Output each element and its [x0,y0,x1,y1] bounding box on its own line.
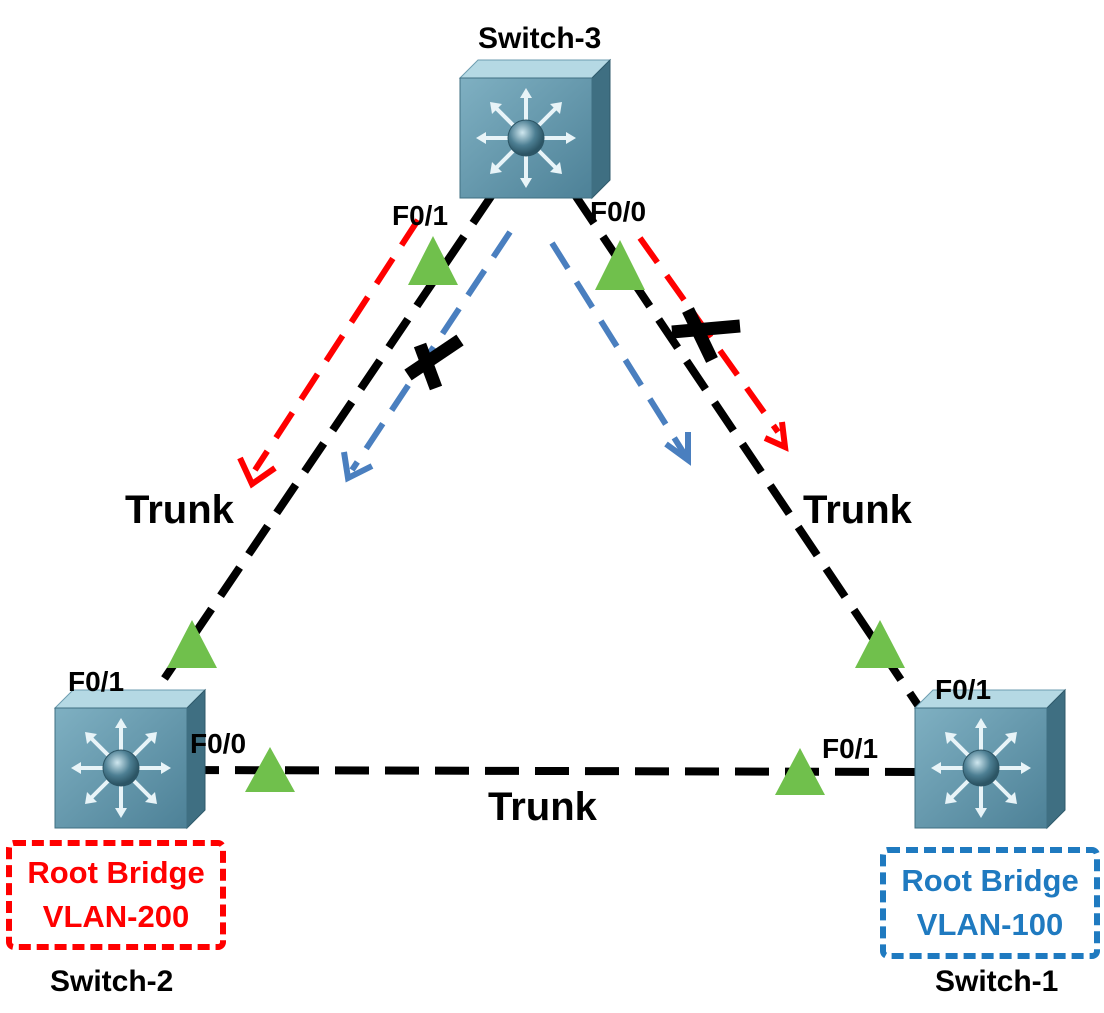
port-triangles [167,236,905,795]
port-label-sw3-f00: F0/0 [590,196,647,227]
port-label-sw2-f01: F0/1 [68,666,125,697]
port-label-sw1-f01-top: F0/1 [935,674,992,705]
port-indicator-sw1-f01-top [855,620,905,668]
port-indicator-sw3-f00 [595,240,645,290]
vlan200-arrowhead-right [763,421,789,452]
switch-3-icon[interactable] [458,58,612,200]
port-indicator-sw2-f00 [245,747,295,792]
vlan100-flow-line-right [549,241,688,457]
root-bridge-vlan100-vlan: VLAN-100 [916,907,1064,942]
root-bridge-vlan200-vlan: VLAN-200 [42,899,190,934]
blocked-marker-left [404,334,464,391]
port-label-sw3-f01: F0/1 [392,200,449,231]
trunk-label-right: Trunk [803,488,912,532]
vlan100-flow-line-left [349,230,513,472]
root-bridge-vlan100-title: Root Bridge [901,863,1079,898]
root-bridge-vlan100-box: Root Bridge VLAN-100 [880,847,1100,959]
port-label-sw1-f01-left: F0/1 [822,733,879,764]
switch-1-icon[interactable] [913,688,1067,830]
switch-1-label: Switch-1 [935,965,1059,998]
port-indicator-sw3-f01 [408,236,458,285]
port-indicator-sw2-f01 [167,620,217,668]
vlan100-arrowhead-right [664,432,691,466]
switch-2-icon[interactable] [53,688,207,830]
vlan200-arrowhead-left [237,456,277,489]
blocked-marker-right [671,307,741,363]
trunk-label-bottom: Trunk [488,785,597,829]
root-bridge-vlan200-title: Root Bridge [27,855,205,890]
port-label-sw2-f00: F0/0 [190,728,247,759]
port-indicator-sw1-f01-left [775,748,825,795]
switch-2-label: Switch-2 [50,965,174,998]
vlan200-flow-line-left [252,218,421,472]
trunk-label-left: Trunk [125,488,234,532]
root-bridge-vlan200-box: Root Bridge VLAN-200 [6,840,226,950]
vlan100-flow [341,230,691,483]
switch-3-label: Switch-3 [478,22,602,55]
vlan100-arrowhead-left [341,451,374,483]
